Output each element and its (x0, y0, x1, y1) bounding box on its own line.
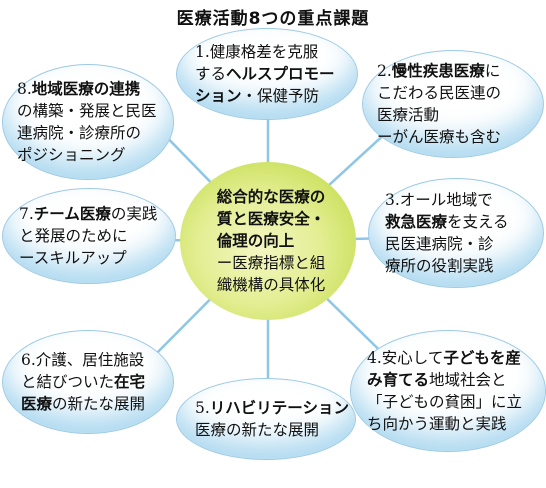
center-circle: 総合的な医療の 質と医療安全・ 倫理の向上 ー医療指標と組 織機構の具体化 (180, 162, 356, 320)
item-2-oval: 2.慢性疾患医療に こだわる民医連の 医療活動 ーがん医療も含む (362, 50, 544, 158)
item-7-text: 7.チーム医療の実践 と発展のために ースキルアップ (19, 205, 158, 267)
item-8-text: 8.地域医療の連携 の構築・発展と民医 連病院・診療所の ポジショニング (17, 80, 157, 164)
center-text: 総合的な医療の 質と医療安全・ 倫理の向上 ー医療指標と組 織機構の具体化 (211, 186, 326, 296)
diagram-title: 医療活動8つの重点課題 (176, 9, 370, 29)
item-4-oval: 4.安心して子どもを産 み育てる地域社会と 「子どもの貧困」に立 ち向かう運動と… (350, 330, 546, 452)
item-8-oval: 8.地域医療の連携 の構築・発展と民医 連病院・診療所の ポジショニング (2, 64, 174, 180)
center-bold-line-1: 総合的な医療の (216, 188, 326, 206)
item-5-oval: 5.リハビリテーション 医療の新たな展開 (176, 378, 356, 460)
item-7-oval: 7.チーム医療の実践 と発展のために ースキルアップ (2, 188, 176, 284)
item-2-text: 2.慢性疾患医療に こだわる民医連の 医療活動 ーがん医療も含む (377, 62, 502, 146)
item-4-text: 4.安心して子どもを産 み育てる地域社会と 「子どもの貧困」に立 ち向かう運動と… (367, 349, 523, 433)
center-line-5: 織機構の具体化 (216, 276, 326, 294)
item-3-oval: 3.オール地域で 救急医療を支える 民医連病院・診 療所の役割実践 (368, 178, 544, 288)
item-1-oval: 1.健康格差を克服 するヘルスプロモー ション・保健予防 (176, 28, 358, 120)
item-6-text: 6.介護、居住施設 と結びついた在宅 医療の新たな展開 (21, 351, 146, 413)
item-6-oval: 6.介護、居住施設 と結びついた在宅 医療の新たな展開 (2, 330, 174, 434)
item-3-text: 3.オール地域で 救急医療を支える 民医連病院・診 療所の役割実践 (385, 191, 509, 275)
item-5-text: 5.リハビリテーション 医療の新たな展開 (195, 399, 349, 439)
center-line-4: ー医療指標と組 (216, 254, 326, 272)
item-1-text: 1.健康格差を克服 するヘルスプロモー ション・保健予防 (195, 43, 335, 105)
center-bold-line-3: 倫理の向上 (216, 232, 295, 250)
center-bold-line-2: 質と医療安全・ (216, 210, 326, 228)
